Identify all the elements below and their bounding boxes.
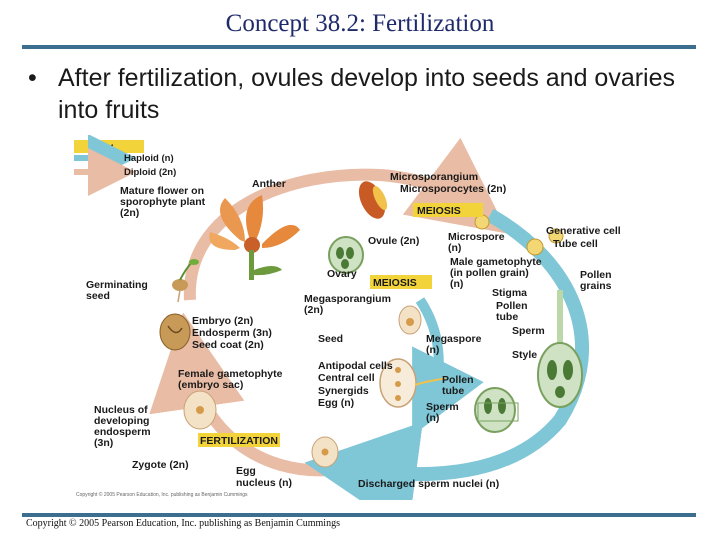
- pistil-illustration: [537, 290, 583, 408]
- label-pollen-grains-2: grains: [580, 280, 612, 292]
- label-meiosis-mid: MEIOSIS: [373, 277, 417, 289]
- label-pollen-grains-1: Pollen: [580, 269, 612, 281]
- meiosis-top-box: [413, 203, 483, 217]
- label-mature-flower-2: sporophyte plant: [120, 196, 206, 208]
- label-egg-nucleus-2: nucleus (n): [236, 477, 292, 489]
- label-zygote: Zygote (2n): [132, 459, 189, 471]
- label-mature-flower-3: (2n): [120, 207, 139, 219]
- megasporangium-illustration: [398, 305, 422, 335]
- label-microsporocytes: Microsporocytes (2n): [400, 183, 506, 195]
- label-megasporangium-2: (2n): [304, 304, 323, 316]
- label-style: Style: [512, 349, 537, 361]
- diploid-cycle-arrow-upper: [183, 137, 509, 301]
- label-antipodal-cells: Antipodal cells: [318, 360, 393, 372]
- copyright-footer: Copyright © 2005 Pearson Education, Inc.…: [26, 518, 340, 529]
- label-embryo: Embryo (2n): [192, 315, 253, 327]
- label-microsporangium: Microsporangium: [390, 171, 478, 183]
- label-germinating-seed-1: Germinating: [86, 279, 148, 291]
- label-sperm-mid-1: Sperm: [426, 401, 459, 413]
- slide-title: Concept 38.2: Fertilization: [225, 10, 495, 37]
- label-microspore-1: Microspore: [448, 231, 505, 243]
- fertilized-ovary-illustration: [474, 387, 519, 433]
- bullet-text: After fertilization, ovules develop into…: [58, 64, 676, 124]
- label-stigma: Stigma: [492, 287, 527, 299]
- label-endosperm: Endosperm (3n): [192, 327, 272, 339]
- developing-endosperm-illustration: [183, 390, 217, 430]
- meiosis-mid-box: [370, 275, 432, 289]
- label-male-gametophyte-1: Male gametophyte: [450, 256, 542, 268]
- figure-credit: Copyright © 2005 Pearson Education, Inc.…: [76, 491, 248, 498]
- label-pollen-tube-top-2: tube: [496, 311, 518, 323]
- label-tube-cell: Tube cell: [553, 238, 598, 250]
- label-male-gametophyte-2: (in pollen grain): [450, 267, 529, 279]
- label-discharged-sperm-nuclei: Discharged sperm nuclei (n): [358, 478, 499, 490]
- label-egg: Egg (n): [318, 397, 354, 409]
- label-sperm-mid-2: (n): [426, 412, 439, 424]
- label-pollen-tube-mid-1: Pollen: [442, 374, 474, 386]
- label-fertilization: FERTILIZATION: [200, 435, 278, 447]
- label-seed-coat: Seed coat (2n): [192, 339, 264, 351]
- label-female-gametophyte-1: Female gametophyte: [178, 368, 283, 380]
- label-male-gametophyte-3: (n): [450, 278, 463, 290]
- label-pollen-tube-top-1: Pollen: [496, 300, 528, 312]
- label-germinating-seed-2: seed: [86, 290, 110, 302]
- footer-divider: [22, 513, 696, 517]
- label-synergids: Synergids: [318, 385, 369, 397]
- diagram-key: Key Haploid (n) Diploid (2n): [74, 135, 176, 196]
- seed-illustration: [159, 313, 191, 351]
- label-egg-nucleus-1: Egg: [236, 465, 256, 477]
- key-haploid-label: Haploid (n): [124, 153, 174, 164]
- female-gametophyte-illustration: [379, 358, 446, 408]
- fertilization-box: [198, 433, 280, 447]
- ovary-illustration: [328, 236, 364, 274]
- label-female-gametophyte-2: (embryo sac): [178, 379, 243, 391]
- inner-haploid-arrow: [412, 297, 484, 436]
- microspore-illustration: [474, 214, 564, 256]
- label-anther: Anther: [252, 178, 286, 190]
- label-mature-flower-1: Mature flower on: [120, 185, 204, 197]
- label-megaspore-1: Megaspore: [426, 333, 482, 345]
- label-megaspore-2: (n): [426, 344, 439, 356]
- key-title: Key: [94, 141, 113, 153]
- label-pollen-tube-mid-2: tube: [442, 385, 464, 397]
- key-diploid-label: Diploid (2n): [124, 167, 176, 178]
- germinating-seed-illustration: [172, 259, 199, 303]
- bullet-point: • After fertilization, ovules develop in…: [28, 62, 688, 126]
- angiosperm-life-cycle-diagram: Key Haploid (n) Diploid (2n): [74, 135, 621, 500]
- haploid-cycle-arrow: [304, 208, 590, 500]
- label-generative-cell: Generative cell: [546, 225, 621, 237]
- label-meiosis-top: MEIOSIS: [417, 205, 461, 217]
- label-nucleus-2: developing: [94, 415, 149, 427]
- label-megasporangium-1: Megasporangium: [304, 293, 391, 305]
- label-nucleus-1: Nucleus of: [94, 404, 148, 416]
- label-ovule: Ovule (2n): [368, 235, 419, 247]
- title-divider: [22, 45, 696, 49]
- label-central-cell: Central cell: [318, 372, 375, 384]
- label-nucleus-3: endosperm: [94, 426, 151, 438]
- label-nucleus-4: (3n): [94, 437, 113, 449]
- label-ovary: Ovary: [327, 268, 357, 280]
- bullet-marker: •: [28, 64, 37, 92]
- label-seed: Seed: [318, 333, 343, 345]
- zygote-illustration: [311, 436, 339, 468]
- mature-flower-illustration: [209, 195, 300, 280]
- label-sperm-top: Sperm: [512, 325, 545, 337]
- microsporangium-illustration: [358, 181, 388, 219]
- label-microspore-2: (n): [448, 242, 461, 254]
